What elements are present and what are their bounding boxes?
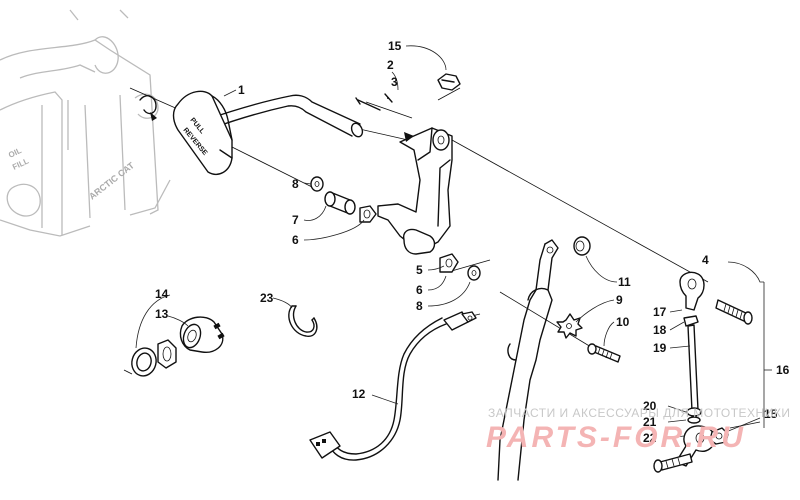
svg-text:FILL: FILL [11, 156, 30, 171]
callout-14: 14 [155, 287, 169, 301]
watermark-site: PARTS-FOR.RU [486, 421, 746, 454]
watermark: ЗАПЧАСТИ И АКСЕССУАРЫ ДЛЯ МОТОТЕХНИКИ PA… [486, 406, 790, 454]
svg-text:OIL: OIL [7, 146, 23, 160]
bushing-6b [439, 253, 459, 273]
lamp-bezel-14b [123, 347, 157, 377]
callout-numbers: 1 2 3 15 4 8 7 6 5 6 8 11 9 10 12 14 13 … [155, 39, 790, 445]
callout-3: 3 [391, 75, 398, 89]
callout-21: 21 [643, 415, 657, 429]
callout-5: 5 [416, 263, 423, 277]
watermark-tagline: ЗАПЧАСТИ И АКСЕССУАРЫ ДЛЯ МОТОТЕХНИКИ [488, 406, 790, 420]
bolt-10 [587, 343, 621, 363]
washer-21 [687, 416, 701, 424]
leader-lines [135, 45, 772, 439]
callout-7: 7 [292, 213, 299, 227]
linkage-plate [497, 239, 559, 481]
callout-11: 11 [618, 275, 631, 289]
bolt-4 [715, 299, 753, 325]
engine-housing: OIL FILL ARCTIC CAT [0, 9, 171, 237]
insert-arrow-icon [404, 132, 414, 142]
bushing-6a [359, 205, 377, 223]
oil-fill-label: OIL FILL [7, 146, 30, 172]
callout-18: 18 [653, 323, 667, 337]
star-washer-9 [556, 313, 583, 339]
bolt-22 [653, 453, 693, 473]
alignment-lines [129, 87, 761, 429]
pivot-arrow-icon [150, 112, 157, 121]
callout-15-top: 15 [388, 39, 402, 53]
callout-12: 12 [352, 387, 366, 401]
callout-13: 13 [155, 307, 169, 321]
reverse-lever: PULL REVERSE [172, 90, 364, 176]
callout-19: 19 [653, 341, 667, 355]
lamp-socket-13 [179, 316, 225, 353]
callout-15-bottom: 15 [764, 407, 778, 421]
shift-bracket [377, 127, 453, 255]
callout-16: 16 [776, 363, 790, 377]
washer-8a [310, 176, 324, 192]
nut-20 [686, 407, 702, 417]
callout-9: 9 [616, 293, 623, 307]
callout-8-lower: 8 [416, 299, 423, 313]
callout-10: 10 [616, 315, 630, 329]
callout-23: 23 [260, 291, 274, 305]
jam-nut-18 [683, 315, 699, 327]
nut-bottom [709, 427, 729, 445]
rod-end-top [679, 271, 705, 311]
link-rod-19 [687, 324, 699, 412]
washer-8b [467, 265, 481, 281]
callout-20: 20 [643, 399, 657, 413]
callout-17: 17 [653, 305, 667, 319]
cap-11 [573, 236, 591, 256]
nut-top [437, 73, 461, 91]
callout-6-lower: 6 [416, 283, 423, 297]
brand-label: ARCTIC CAT [87, 160, 136, 202]
callout-22: 22 [643, 431, 657, 445]
switch-harness-12 [309, 311, 477, 461]
lamp-nut-14a [157, 339, 177, 369]
pin [355, 93, 393, 111]
clip-ring-23 [288, 305, 318, 337]
callout-6-upper: 6 [292, 233, 299, 247]
callout-1: 1 [238, 83, 245, 97]
callout-8-upper: 8 [292, 177, 299, 191]
callout-4: 4 [702, 253, 709, 267]
callout-2: 2 [387, 58, 394, 72]
spacer-7 [324, 191, 356, 215]
